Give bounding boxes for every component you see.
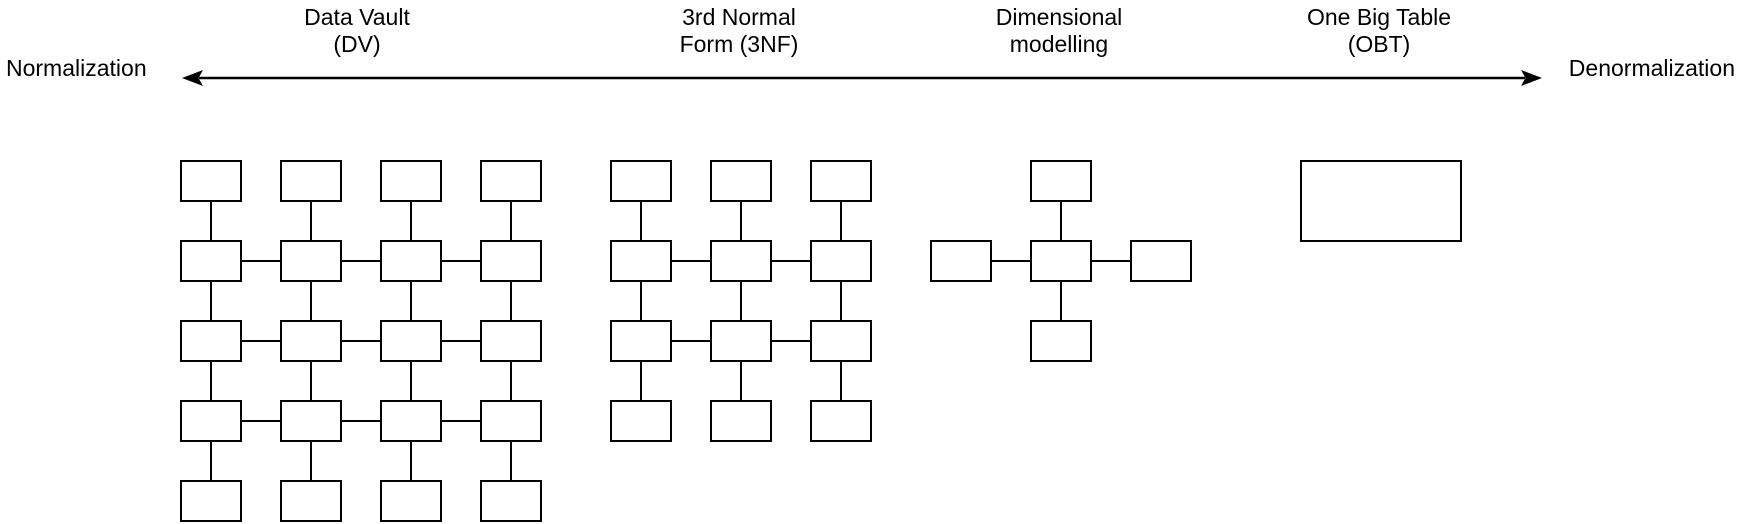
third-normal-form-schema-entity-box (610, 240, 672, 282)
third-normal-form-schema-entity-box (710, 320, 772, 362)
third-normal-form-schema-entity-box (710, 240, 772, 282)
data-vault-schema-entity-box (380, 320, 442, 362)
data-vault-schema-entity-box (180, 320, 242, 362)
dimensional-modelling-schema-entity-box (1130, 240, 1192, 282)
third-normal-form-label-line2: Form (3NF) (679, 31, 799, 57)
third-normal-form-schema-entity-box (810, 320, 872, 362)
dimensional-modelling-schema-entity-box (1030, 320, 1092, 362)
data-vault-schema-entity-box (380, 480, 442, 522)
dimensional-modelling-schema-entity-box (1030, 160, 1092, 202)
data-vault-schema-entity-box (280, 240, 342, 282)
third-normal-form-label: 3rd Normal Form (3NF) (680, 4, 799, 58)
denormalization-label: Denormalization (1568, 55, 1735, 81)
dimensional-modelling-label: Dimensional modelling (996, 4, 1123, 58)
data-vault-schema-entity-box (480, 480, 542, 522)
third-normal-form-schema-entity-box (610, 160, 672, 202)
data-vault-schema-entity-box (380, 160, 442, 202)
third-normal-form-schema-entity-box (810, 240, 872, 282)
dimensional-modelling-schema-entity-box (1030, 240, 1092, 282)
third-normal-form-label-line1: 3rd Normal (682, 4, 796, 30)
spectrum-arrowhead-right-icon (1521, 70, 1542, 86)
data-vault-schema-entity-box (180, 400, 242, 442)
data-vault-label-line1: Data Vault (304, 4, 410, 30)
data-vault-schema-entity-box (280, 400, 342, 442)
data-vault-schema-entity-box (180, 160, 242, 202)
normalization-label: Normalization (6, 55, 147, 81)
spectrum-arrowhead-left-icon (182, 70, 203, 86)
one-big-table-label-line2: (OBT) (1347, 31, 1411, 57)
data-vault-schema-entity-box (480, 320, 542, 362)
third-normal-form-schema-entity-box (610, 400, 672, 442)
one-big-table-label: One Big Table (OBT) (1307, 4, 1451, 58)
data-vault-label-line2: (DV) (333, 31, 381, 57)
dimensional-modelling-label-line1: Dimensional (995, 4, 1123, 30)
one-big-table-label-line1: One Big Table (1306, 4, 1452, 30)
data-vault-label: Data Vault (DV) (304, 4, 410, 58)
third-normal-form-schema-entity-box (610, 320, 672, 362)
data-vault-schema-entity-box (480, 160, 542, 202)
data-vault-schema-entity-box (180, 240, 242, 282)
data-vault-schema-entity-box (280, 160, 342, 202)
third-normal-form-schema-entity-box (810, 400, 872, 442)
third-normal-form-schema-entity-box (710, 400, 772, 442)
data-vault-schema-entity-box (380, 240, 442, 282)
data-vault-schema-entity-box (480, 400, 542, 442)
data-vault-schema-entity-box (280, 480, 342, 522)
data-vault-schema-entity-box (180, 480, 242, 522)
third-normal-form-schema-entity-box (810, 160, 872, 202)
third-normal-form-schema-entity-box (710, 160, 772, 202)
dimensional-modelling-label-line2: modelling (1009, 31, 1109, 57)
data-vault-schema-entity-box (280, 320, 342, 362)
data-vault-schema-entity-box (480, 240, 542, 282)
one-big-table-schema-entity-box (1300, 160, 1462, 242)
data-vault-schema-entity-box (380, 400, 442, 442)
dimensional-modelling-schema-entity-box (930, 240, 992, 282)
